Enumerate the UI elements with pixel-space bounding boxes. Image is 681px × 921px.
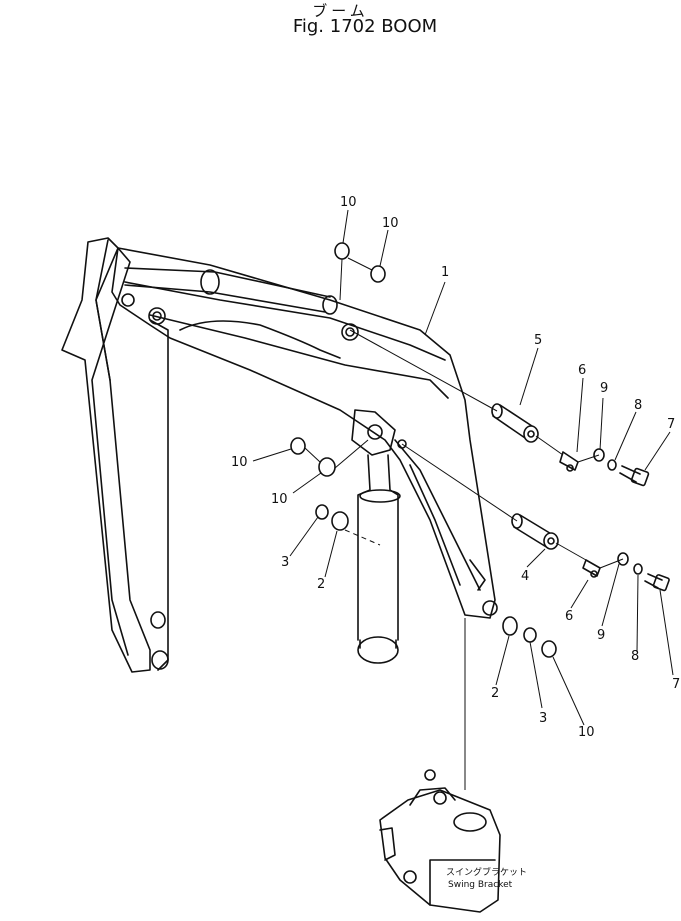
callout-7-lower: 7 [672,677,680,692]
washer-9-lower [617,552,629,566]
callout-3-right: 3 [539,711,547,726]
callout-9-upper: 9 [600,381,608,396]
grease-fitting-lower [582,559,601,578]
pin-lower [511,513,559,550]
callout-2-right: 2 [491,686,499,701]
callout-4: 4 [521,569,529,584]
grease-fitting-upper [559,451,579,472]
bolt-upper [619,465,650,487]
callout-10-top-a: 10 [340,195,357,210]
shim-10-left-b [318,457,336,477]
callout-10-left-b: 10 [271,492,288,507]
callout-9-lower: 9 [597,628,605,643]
callout-6-upper: 6 [578,363,586,378]
washer-8-upper [607,459,617,471]
pin-upper [491,403,539,443]
shim-10-top-a [334,242,350,260]
bolt-lower [644,573,670,592]
callout-8-upper: 8 [634,398,642,413]
washer-8-lower [633,563,643,575]
boom-cylinder [357,454,401,664]
shim-10-right [541,640,557,658]
callout-6-lower: 6 [565,609,573,624]
shim-10-left-a [290,437,306,455]
callout-10-right: 10 [578,725,595,740]
callout-7-upper: 7 [667,417,675,432]
washer-9-upper [593,448,605,462]
figure-title: Fig. 1702 BOOM [292,16,438,37]
callout-10-left-a: 10 [231,455,248,470]
seal-3-left [315,504,329,520]
bushing-2-right [502,616,518,636]
callout-5: 5 [534,333,542,348]
callout-2-left: 2 [317,577,325,592]
swing-bracket [379,769,501,913]
callout-8-lower: 8 [631,649,639,664]
seal-3-right [523,627,537,643]
figure-title-japanese: ブーム [312,2,369,20]
swing-bracket-label: Swing Bracket [448,880,513,890]
swing-bracket-label-japanese: スイングブラケット [446,866,527,878]
shim-10-top-b [370,265,386,283]
bushing-2-left [331,511,349,531]
callout-10-top-b: 10 [382,216,399,231]
callout-3-left: 3 [281,555,289,570]
boom-body [61,237,498,673]
callout-1: 1 [441,265,449,280]
